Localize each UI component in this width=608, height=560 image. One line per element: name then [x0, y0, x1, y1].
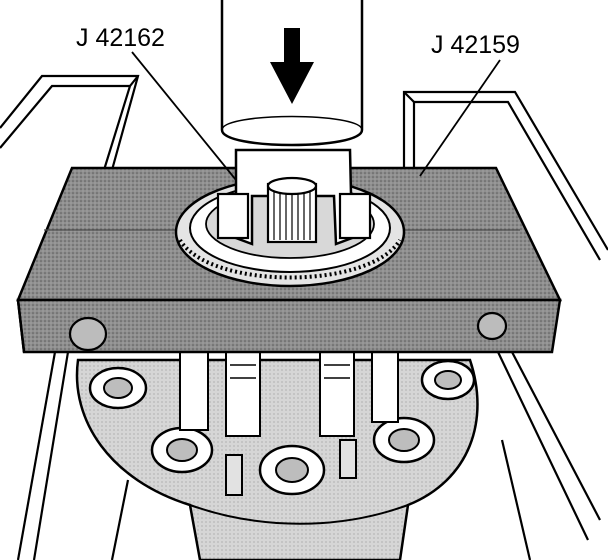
press-direction-arrow-icon: [270, 28, 314, 104]
splined-shaft: [266, 176, 318, 244]
leader-line-left: [131, 51, 237, 181]
differential-housing: [75, 351, 479, 560]
plate-bolt-left: [68, 316, 108, 352]
leader-line-right: [419, 59, 501, 177]
tool-label-j42162: J 42162: [76, 24, 165, 52]
press-frame-right: [402, 90, 608, 261]
installer-tool: [216, 148, 372, 246]
plate-bolt-right: [476, 311, 508, 341]
press-legs-lower: [16, 351, 601, 560]
tool-label-j42159: J 42159: [431, 31, 520, 59]
press-frame-left: [0, 74, 140, 171]
